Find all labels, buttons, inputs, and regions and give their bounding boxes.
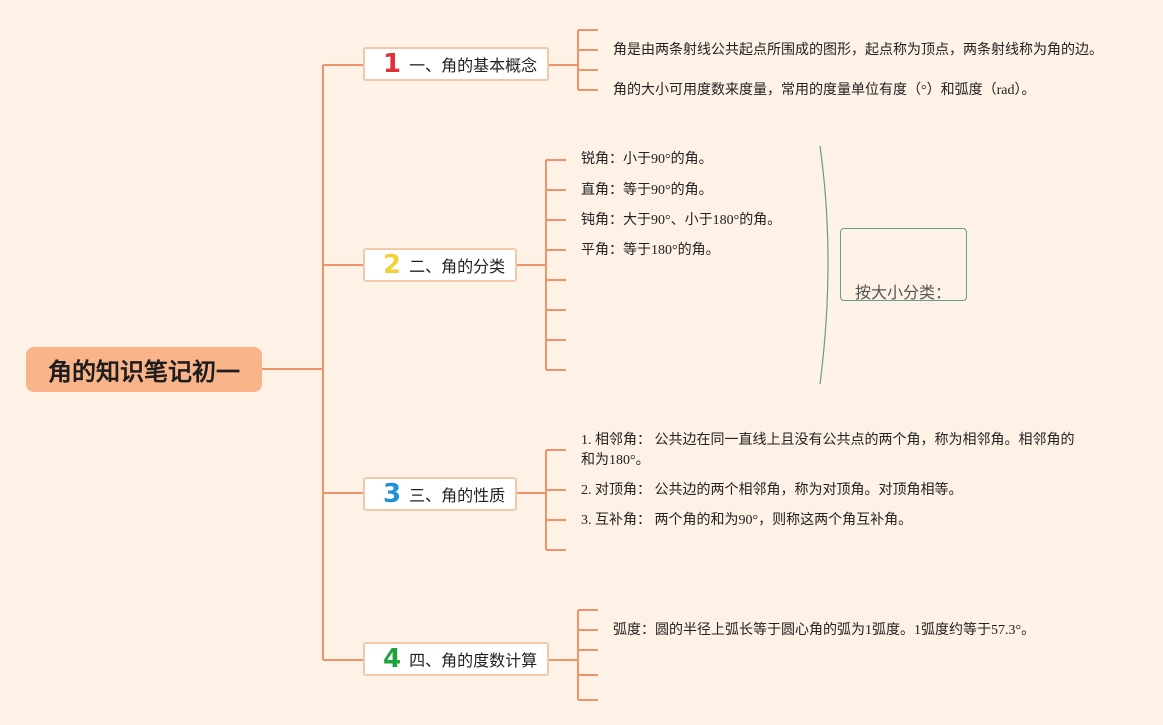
root-title: 角的知识笔记初一 bbox=[48, 358, 240, 386]
number-3-icon: 3 bbox=[383, 479, 402, 509]
topic-label: 一、角的基本概念 bbox=[409, 56, 538, 75]
leaf-measurement[interactable]: 角的大小可用度数来度量，常用的度量单位有度（°）和弧度（rad）。 bbox=[613, 83, 1036, 98]
leaf-right-angle[interactable]: 直角：等于90°的角。 bbox=[581, 183, 713, 198]
topic-label: 三、角的性质 bbox=[409, 486, 506, 505]
leaf-adjacent-angles[interactable]: 1. 相邻角： 公共边在同一直线上且没有公共点的两个角，称为相邻角。相邻角的和为… bbox=[581, 433, 1075, 468]
leaf-radian[interactable]: 弧度：圆的半径上弧长等于圆心角的弧为1弧度。1弧度约等于57.3°。 bbox=[613, 623, 1036, 638]
leaf-complementary-angles[interactable]: 3. 互补角： 两个角的和为90°，则称这两个角互补角。 bbox=[581, 513, 913, 528]
leaf-straight-angle[interactable]: 平角：等于180°的角。 bbox=[581, 243, 720, 258]
topic-label: 四、角的度数计算 bbox=[409, 651, 538, 670]
topic-classification[interactable]: 2 二、角的分类 bbox=[363, 248, 517, 282]
leaf-acute-angle[interactable]: 锐角：小于90°的角。 bbox=[581, 152, 713, 167]
number-2-icon: 2 bbox=[383, 250, 402, 280]
topic-degree-calculation[interactable]: 4 四、角的度数计算 bbox=[363, 642, 549, 676]
topic-basic-concept[interactable]: 1 一、角的基本概念 bbox=[363, 47, 549, 81]
topic-label: 二、角的分类 bbox=[409, 257, 506, 276]
topic-properties[interactable]: 3 三、角的性质 bbox=[363, 477, 517, 511]
summary-brace bbox=[819, 145, 829, 385]
number-1-icon: 1 bbox=[383, 49, 402, 79]
leaf-definition[interactable]: 角是由两条射线公共起点所围成的图形，起点称为顶点，两条射线称为角的边。 bbox=[613, 43, 1103, 58]
root-topic[interactable]: 角的知识笔记初一 bbox=[26, 347, 262, 392]
leaf-obtuse-angle[interactable]: 钝角：大于90°、小于180°的角。 bbox=[581, 213, 782, 228]
number-4-icon: 4 bbox=[383, 644, 402, 674]
leaf-vertical-angles[interactable]: 2. 对顶角： 公共边的两个相邻角，称为对顶角。对顶角相等。 bbox=[581, 483, 963, 498]
summary-box[interactable] bbox=[840, 228, 967, 301]
summary-label: 按大小分类： bbox=[855, 283, 952, 302]
